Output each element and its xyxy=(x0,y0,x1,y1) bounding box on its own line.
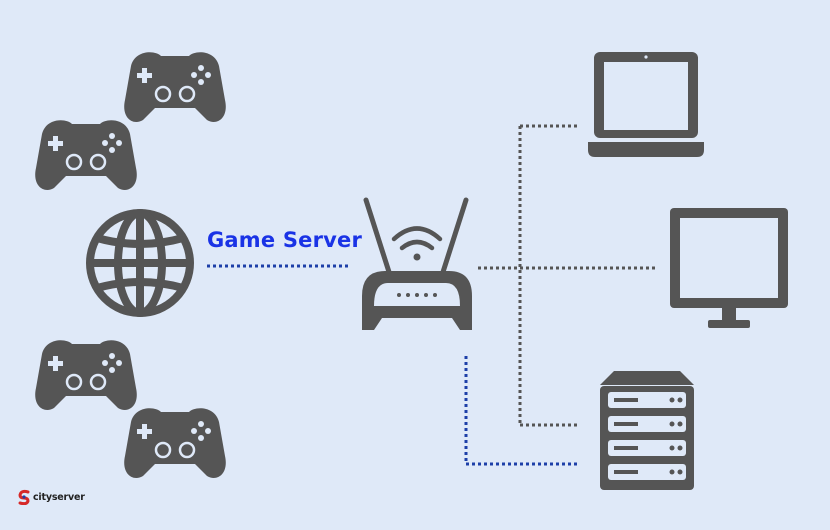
gamepad-icon xyxy=(122,51,228,124)
gamepad-icon xyxy=(33,339,139,412)
game-server-label: Game Server xyxy=(207,228,363,252)
brand-logo[interactable]: cityserver xyxy=(17,489,85,505)
globe-icon xyxy=(86,209,194,317)
server-rack-icon xyxy=(600,371,694,490)
logo-icon xyxy=(18,489,30,505)
monitor-icon xyxy=(670,208,788,328)
gamepad-icon xyxy=(122,407,228,480)
gamepad-icon xyxy=(33,119,139,192)
brand-name: cityserver xyxy=(33,491,85,503)
laptop-icon xyxy=(588,52,704,157)
router-icon xyxy=(362,197,472,330)
